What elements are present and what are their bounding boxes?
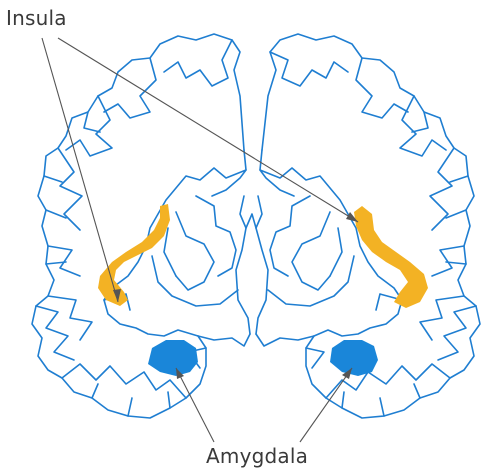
amygdala-label: Amygdala (206, 444, 308, 468)
amygdala-leader-left (176, 368, 214, 442)
insula-leader-right (58, 38, 358, 222)
amygdala-leader-right (300, 368, 352, 442)
insula-leader-left (42, 38, 118, 302)
left-insula (98, 204, 170, 306)
left-amygdala (148, 340, 198, 376)
left-hemisphere-contour (32, 34, 244, 418)
right-amygdala (330, 340, 378, 376)
brain-outline (32, 34, 480, 418)
insula-label: Insula (6, 6, 67, 30)
